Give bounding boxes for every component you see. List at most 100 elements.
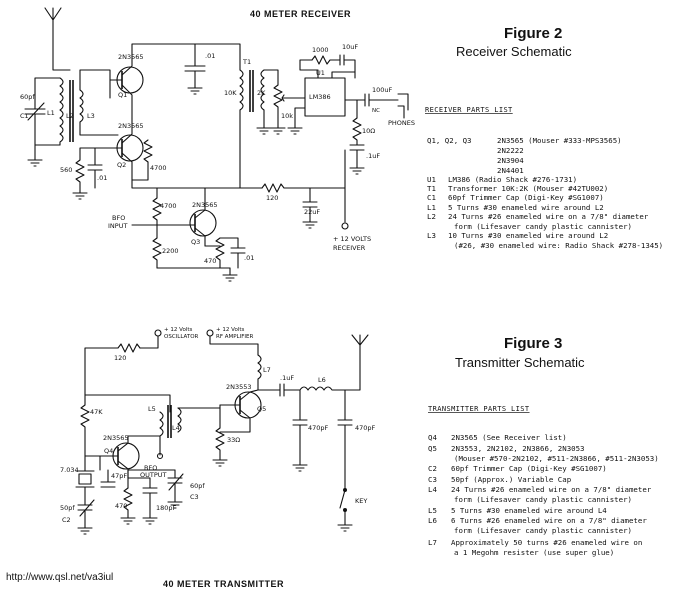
r-33-value: 33Ω xyxy=(227,436,240,444)
receiver-part-ref: Q1, Q2, Q3 xyxy=(427,136,472,145)
transmitter-part-ref: L5 xyxy=(428,506,437,515)
transmitter-part-ref: Q5 xyxy=(428,444,437,453)
transmitter-part-ref: Q4 xyxy=(428,433,437,442)
transmitter-part-description: form (Lifesaver candy plastic cannister) xyxy=(454,526,632,535)
r-10-resistor xyxy=(352,117,362,146)
transmitter-part-description: 6 Turns #26 enameled wire on a 7/8" diam… xyxy=(451,516,647,525)
l7-label: L7 xyxy=(263,366,271,374)
r-1000-value: 1000 xyxy=(312,46,329,54)
receiver-part-description: Transformer 10K:2K (Mouser #42TU002) xyxy=(448,184,608,193)
r-1000-resistor xyxy=(311,55,336,65)
u1-lm386-amplifier xyxy=(304,77,346,117)
receiver-parts-heading: RECEIVER PARTS LIST xyxy=(425,106,513,114)
q4-part-number: 2N3565 xyxy=(103,434,129,442)
plus12-rf-label-a: + 12 Volts xyxy=(216,327,244,333)
q5-part-number: 2N3553 xyxy=(226,383,252,391)
q2-part-number: 2N3565 xyxy=(118,122,144,130)
c-22uf-value: 22uF xyxy=(304,208,320,216)
receiver-part-ref: C1 xyxy=(427,193,436,202)
transmitter-schematic-title: 40 METER TRANSMITTER xyxy=(163,579,284,589)
t1-transformer xyxy=(239,69,265,112)
tx-output-label: OUTPUT xyxy=(140,471,167,479)
crystal-7034 xyxy=(75,470,95,488)
r-4700a-resistor xyxy=(143,139,153,163)
l6-label: L6 xyxy=(318,376,326,384)
u1-label: U1 xyxy=(316,69,325,77)
q1-transistor xyxy=(109,49,144,111)
transmitter-parts-heading: TRANSMITTER PARTS LIST xyxy=(428,405,530,413)
q3-label: Q3 xyxy=(191,238,200,246)
transmitter-figure-title: Figure 3 xyxy=(504,335,562,352)
receiver-part-description: 2N4401 xyxy=(497,166,524,175)
t1-label: T1 xyxy=(242,58,251,66)
r-10k-pot xyxy=(273,84,291,119)
r-4700b-resistor xyxy=(152,197,162,221)
c-top-value: .01 xyxy=(205,52,215,60)
tx-bfo-label: BFO xyxy=(144,464,157,472)
r-2200-resistor xyxy=(152,237,162,269)
q5-label: Q5 xyxy=(257,405,266,413)
tx-r-120-value: 120 xyxy=(114,354,126,362)
c3-label: C3 xyxy=(190,493,199,501)
c-47pf-value: 47pF xyxy=(111,472,127,480)
receiver-part-description: 2N2222 xyxy=(497,146,524,155)
l6-coil xyxy=(299,386,346,391)
crystal-value: 7.034 xyxy=(60,466,79,474)
plus12-osc-label-a: + 12 Volts xyxy=(164,327,192,333)
receiver-part-ref: L3 xyxy=(427,231,436,240)
c3-value: 60pf xyxy=(190,482,205,490)
transmitter-part-description: form (Lifesaver candy plastic cannister) xyxy=(454,495,632,504)
l4-l5-coil xyxy=(159,405,182,438)
transmitter-part-ref: C3 xyxy=(428,475,437,484)
transmitter-part-description: 60pf Trimmer Cap (Digi-Key #SG1007) xyxy=(451,464,607,473)
r-10k-b-value: 10k xyxy=(281,112,293,120)
t1-10k-label: 10K xyxy=(224,89,237,97)
t1-2k-label: 2K xyxy=(257,89,266,97)
transmitter-part-ref: L6 xyxy=(428,516,437,525)
receiver-figure-subtitle: Receiver Schematic xyxy=(456,44,572,59)
bfo-label: BFO xyxy=(112,214,125,222)
r-2200-value: 2200 xyxy=(162,247,179,255)
transmitter-part-description: Approximately 50 turns #26 enameled wire… xyxy=(451,538,642,547)
tx-r-470-resistor xyxy=(123,487,133,519)
receiver-figure-title: Figure 2 xyxy=(504,25,562,42)
c2-label: C2 xyxy=(62,516,71,524)
transmitter-part-description: 2N3565 (See Receiver list) xyxy=(451,433,567,442)
transmitter-part-ref: L4 xyxy=(428,485,437,494)
r-560-resistor xyxy=(75,159,85,186)
phones-label: PHONES xyxy=(388,119,415,127)
footer-url: http://www.qsl.net/va3iul xyxy=(6,572,113,583)
plus12-rf-label-b: RF AMPLIFIER xyxy=(216,334,254,340)
receiver-part-description: form (Lifesaver candy plastic cannister) xyxy=(454,222,632,231)
receiver-schematic: 40 METER RECEIVER 60pf C1 L1 L2 L3 xyxy=(20,7,415,282)
tx-r-120-resistor xyxy=(99,343,141,353)
r-4700b-value: 4700 xyxy=(160,202,177,210)
q1-label: Q1 xyxy=(118,91,127,99)
r-33-resistor xyxy=(215,427,225,461)
q2-label: Q2 xyxy=(117,161,126,169)
phones-jack-icon xyxy=(397,93,409,119)
l1-l2-coil xyxy=(59,77,84,146)
receiver-part-description: 10 Turns #30 enameled wire around L2 xyxy=(448,231,608,240)
r-560-value: 560 xyxy=(60,166,72,174)
q3-part-number: 2N3565 xyxy=(192,201,218,209)
l1-label: L1 xyxy=(47,109,55,117)
plus12-osc-label-b: OSCILLATOR xyxy=(164,334,199,340)
c-10uf-value: 10uF xyxy=(342,43,358,51)
r-47k-resistor xyxy=(80,404,90,441)
c1-trimmer-capacitor xyxy=(24,94,46,136)
transmitter-part-description: 5 Turns #30 enameled wire around L4 xyxy=(451,506,607,515)
plus12-receiver-label: + 12 VOLTS xyxy=(333,235,371,243)
r-120-value: 120 xyxy=(266,194,278,202)
c-470a-value: 470pF xyxy=(308,424,329,432)
transmitter-part-ref: C2 xyxy=(428,464,437,473)
q3-transistor xyxy=(189,193,217,247)
key-label: KEY xyxy=(355,497,367,505)
c-01b-value: .01 xyxy=(97,174,107,182)
tx-r-470-value: 470 xyxy=(115,502,127,510)
receiver-part-description: 2N3904 xyxy=(497,156,524,165)
l7-coil xyxy=(257,354,262,386)
receiver-part-description: 2N3565 (Mouser #333-MPS3565) xyxy=(497,136,622,145)
